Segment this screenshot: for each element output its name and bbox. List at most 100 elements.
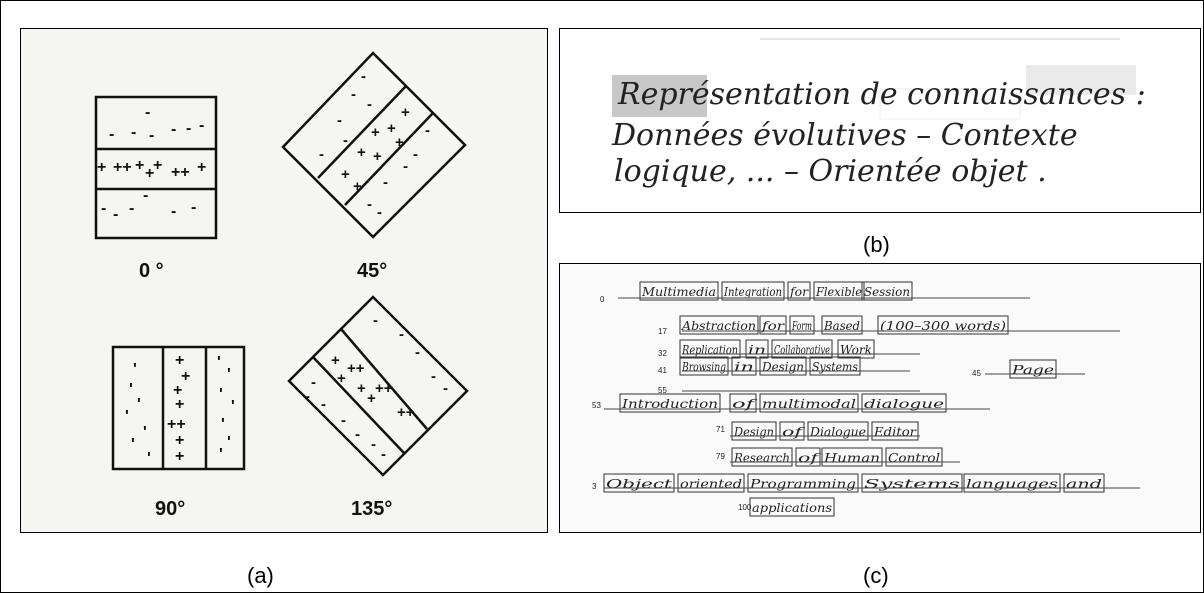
svg-text:-: -	[131, 124, 136, 141]
svg-text:-: -	[129, 200, 134, 217]
angle-label-135: 135°	[351, 498, 392, 520]
word-box	[813, 281, 865, 301]
svg-text:': '	[125, 408, 129, 425]
word-box	[731, 421, 777, 441]
word-box	[885, 447, 943, 467]
segmented-word: Browsing	[681, 360, 726, 374]
word-box	[1009, 359, 1057, 379]
word-box	[789, 315, 815, 335]
word-box	[861, 393, 947, 413]
svg-text:++: ++	[167, 416, 186, 433]
segmented-word: of	[782, 425, 806, 439]
svg-text:-: -	[109, 126, 114, 143]
svg-text:++: ++	[375, 380, 393, 397]
svg-text:+: +	[175, 396, 184, 413]
svg-text:': '	[217, 354, 221, 371]
word-box	[731, 447, 793, 467]
word-box	[787, 281, 811, 301]
svg-text:+: +	[97, 159, 106, 176]
svg-text:-: -	[351, 86, 356, 103]
svg-text:': '	[231, 398, 235, 415]
word-box	[779, 421, 805, 441]
panel-c-segmented-handwriting: 0 17 32 41 45 55 53 71 79 3 100 Multimed…	[559, 263, 1201, 533]
svg-text:-: -	[415, 344, 420, 361]
svg-text:+: +	[387, 120, 396, 137]
svg-text:-: -	[413, 146, 418, 163]
svg-text:-: -	[199, 117, 204, 134]
svg-text:+: +	[175, 432, 184, 449]
word-box	[837, 339, 875, 359]
segmented-word: Object	[606, 477, 672, 491]
line-number: 32	[658, 349, 667, 358]
handwriting-line-2: Données évolutives – Contexte	[611, 118, 1078, 153]
diagram-45-degrees	[281, 51, 467, 239]
svg-text:-: -	[321, 396, 326, 413]
segmented-word: of	[732, 397, 759, 411]
line-number: 79	[716, 452, 725, 461]
diagram-0-degrees	[94, 95, 218, 240]
word-box	[639, 281, 719, 301]
line-number: 71	[716, 425, 725, 434]
word-box	[861, 473, 963, 493]
svg-text:-: -	[145, 104, 150, 121]
svg-text:-: -	[171, 203, 176, 220]
segmented-word: Design	[733, 425, 774, 439]
svg-text:+: +	[153, 157, 162, 174]
word-box	[759, 315, 787, 335]
word-box	[749, 497, 835, 517]
word-box	[619, 393, 721, 413]
svg-text:-: -	[113, 206, 118, 223]
svg-text:+: +	[145, 165, 154, 182]
word-box	[771, 339, 833, 359]
svg-text:': '	[129, 381, 133, 398]
segmented-word: Collaborative	[774, 343, 830, 357]
svg-text:+: +	[181, 368, 190, 385]
segmented-word: Form	[791, 319, 812, 333]
svg-text:+: +	[331, 352, 340, 369]
svg-text:-: -	[337, 112, 342, 129]
word-box	[821, 315, 863, 335]
svg-text:++: ++	[171, 164, 190, 181]
word-bounding-boxes	[603, 281, 1105, 517]
word-box	[721, 281, 785, 301]
word-box	[603, 473, 675, 493]
svg-text:+: +	[337, 370, 346, 387]
svg-text:': '	[133, 361, 137, 378]
word-box	[807, 421, 869, 441]
line-number: 55	[658, 386, 667, 395]
svg-text:-: -	[149, 127, 154, 144]
svg-text:-: -	[371, 436, 376, 453]
word-box	[795, 447, 821, 467]
segmented-word: in	[748, 343, 766, 357]
word-box	[679, 339, 741, 359]
svg-text:': '	[143, 424, 147, 441]
word-box	[759, 356, 807, 376]
segmented-word: Programming	[749, 477, 857, 491]
segmented-word: Systems	[812, 360, 858, 374]
svg-text:-: -	[383, 174, 388, 191]
segmented-word: multimodal	[762, 397, 856, 411]
segmented-word: Abstraction	[681, 319, 756, 333]
baseline-links	[604, 297, 1140, 489]
svg-text:-: -	[186, 120, 191, 137]
svg-text:-: -	[191, 199, 196, 216]
segmented-word: Introduction	[621, 397, 718, 411]
segmented-word: for	[761, 319, 786, 333]
segmented-word: Control	[888, 451, 940, 465]
svg-text:-: -	[377, 204, 382, 221]
segmented-word: Research	[733, 451, 790, 465]
svg-text:': '	[131, 436, 135, 453]
svg-text:-: -	[101, 200, 106, 217]
angle-label-45: 45°	[357, 260, 387, 282]
word-box	[679, 315, 759, 335]
svg-text:+: +	[173, 382, 182, 399]
word-box	[759, 393, 859, 413]
svg-text:-: -	[431, 368, 436, 385]
line-number: 100	[738, 503, 752, 512]
segmented-word: of	[798, 451, 822, 465]
svg-text:+: +	[367, 390, 376, 407]
highlight-region-2	[1026, 65, 1136, 95]
line-number: 17	[658, 327, 667, 336]
segmented-word: and	[1066, 477, 1102, 491]
svg-text:+: +	[373, 148, 382, 165]
